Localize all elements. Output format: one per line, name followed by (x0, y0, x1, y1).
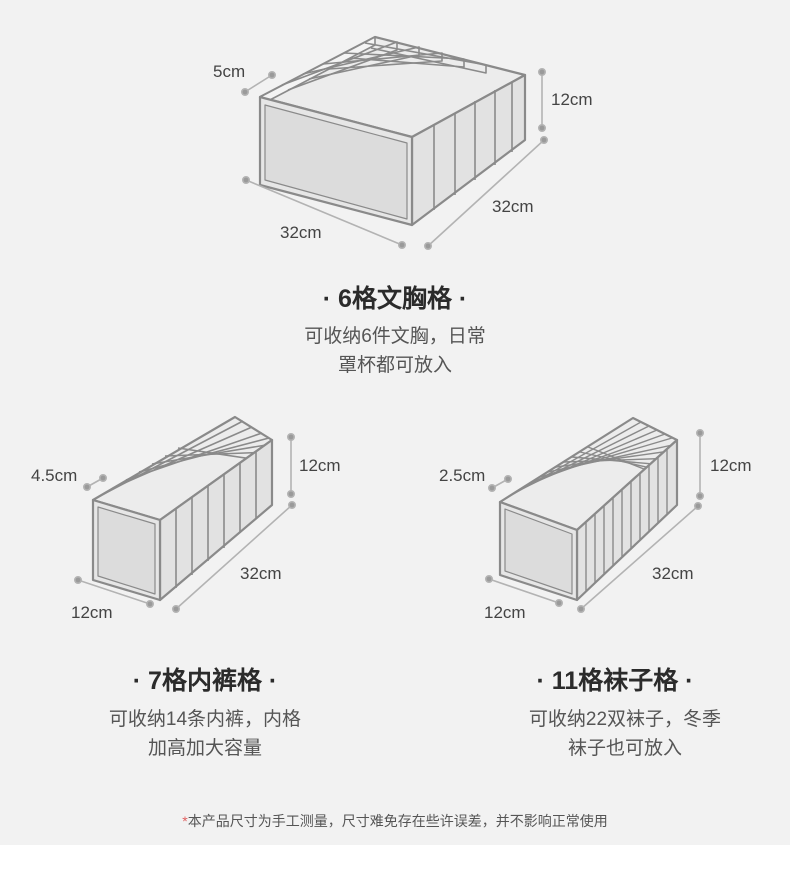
title-dot: · (536, 667, 545, 695)
org2-title-text: 7格内裤格 (148, 667, 262, 695)
org1-height-label: 12cm (551, 90, 593, 109)
org3-description: 可收纳22双袜子，冬季 袜子也可放入 (465, 705, 785, 763)
organizer-7-grid-drawing (91, 415, 274, 602)
title-dot: · (685, 667, 694, 695)
org2-length-label: 32cm (240, 564, 282, 583)
title-dot: · (268, 667, 278, 695)
org2-description-line: 可收纳14条内裤，内格 (108, 709, 302, 730)
org2-description: 可收纳14条内裤，内格 加高加大容量 (45, 705, 365, 763)
org2-height-label: 12cm (299, 456, 341, 475)
title-dot: · (132, 667, 142, 695)
org1-description: 可收纳6件文胸，日常 罩杯都可放入 (245, 322, 545, 380)
organizer-6-grid-drawing (258, 35, 527, 227)
org1-title-text: 6格文胸格 (338, 285, 452, 313)
org3-title-text: 11格袜子格 (551, 667, 679, 695)
org2-title: · 7格内裤格 · (55, 661, 355, 697)
org3-length-label: 32cm (652, 564, 694, 583)
org1-description-line: 罩杯都可放入 (337, 355, 452, 376)
org2-slot-width-label: 4.5cm (31, 466, 78, 485)
org3-description-line: 袜子也可放入 (567, 738, 682, 759)
org3-slot-width-label: 2.5cm (439, 466, 486, 485)
title-dot: · (322, 285, 332, 313)
org1-description-line: 可收纳6件文胸，日常 (304, 326, 486, 347)
footnote-asterisk: * (182, 813, 188, 829)
footnote-text: 本产品尺寸为手工测量，尺寸难免存在些许误差，并不影响正常使用 (187, 813, 608, 829)
title-dot: · (458, 285, 468, 313)
org1-length-label: 32cm (492, 197, 534, 216)
org1-depth-label: 32cm (280, 223, 322, 242)
org3-description-line: 可收纳22双袜子，冬季 (528, 709, 722, 730)
org3-title: · 11格袜子格 · (465, 661, 765, 697)
org2-width-label: 12cm (71, 603, 113, 622)
org2-description-line: 加高加大容量 (147, 738, 262, 759)
org1-title: · 6格文胸格 · (245, 279, 545, 315)
footnote: *本产品尺寸为手工测量，尺寸难免存在些许误差，并不影响正常使用 (0, 811, 790, 831)
organizer-11-grid-drawing (498, 416, 679, 602)
dimension-lines (74, 68, 704, 613)
org3-width-label: 12cm (484, 603, 526, 622)
org1-slot-width-label: 5cm (213, 62, 246, 81)
org3-height-label: 12cm (710, 456, 752, 475)
